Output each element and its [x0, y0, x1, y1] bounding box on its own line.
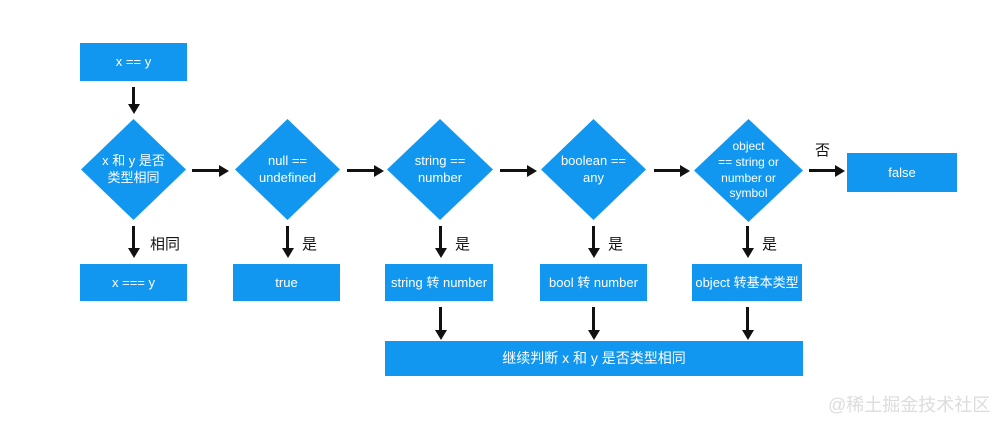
start-node: x == y [80, 43, 187, 81]
arrow-d5-to-false [809, 169, 836, 172]
arrow-d3-to-d4 [500, 169, 528, 172]
decision-line: symbol [729, 186, 768, 201]
edge-label-yes: 是 [302, 236, 318, 253]
arrow-r3-to-continue [439, 307, 442, 331]
arrow-d5-to-convert [746, 226, 749, 249]
edge-label-no: 否 [815, 142, 831, 159]
result-strict-equal-node: x === y [80, 264, 187, 301]
decision-line: boolean == [560, 152, 627, 168]
decision-line: any [583, 169, 604, 185]
decision-line: number [417, 169, 463, 185]
arrow-d4-to-d5 [654, 169, 681, 172]
decision-line: string == [414, 152, 466, 168]
result-object-to-primitive-node: object 转基本类型 [692, 264, 802, 301]
arrow-d4-to-convert [592, 226, 595, 249]
edge-label-yes: 是 [455, 236, 471, 253]
edge-label-same: 相同 [150, 236, 181, 253]
decision-line: object [732, 139, 765, 154]
decision-line: undefined [258, 169, 317, 185]
decision-line: number or [721, 170, 776, 185]
decision-type-same: x 和 y 是否 类型相同 [81, 119, 186, 220]
continue-check-node: 继续判断 x 和 y 是否类型相同 [385, 341, 803, 376]
decision-object-primitive: object == string or number or symbol [694, 119, 803, 222]
arrow-d2-to-d3 [347, 169, 375, 172]
decision-null-undefined: null == undefined [235, 119, 340, 220]
watermark: @稀土掘金技术社区 [828, 395, 991, 415]
decision-line: 类型相同 [107, 169, 160, 185]
decision-boolean-any: boolean == any [541, 119, 646, 220]
decision-string-number: string == number [387, 119, 493, 220]
edge-label-yes: 是 [608, 236, 624, 253]
arrow-start-to-type-check [132, 87, 135, 105]
arrow-d1-to-strict-equal [132, 226, 135, 249]
result-string-to-number-node: string 转 number [385, 264, 493, 301]
arrow-d2-to-true [286, 226, 289, 249]
false-node: false [847, 153, 957, 192]
decision-line: null == [267, 152, 308, 168]
result-true-node: true [233, 264, 340, 301]
edge-label-yes: 是 [762, 236, 778, 253]
decision-line: == string or [718, 154, 779, 169]
result-bool-to-number-node: bool 转 number [540, 264, 647, 301]
decision-line: x 和 y 是否 [102, 152, 165, 168]
arrow-r5-to-continue [746, 307, 749, 331]
arrow-d1-to-d2 [192, 169, 220, 172]
arrow-d3-to-convert [439, 226, 442, 249]
arrow-r4-to-continue [592, 307, 595, 331]
